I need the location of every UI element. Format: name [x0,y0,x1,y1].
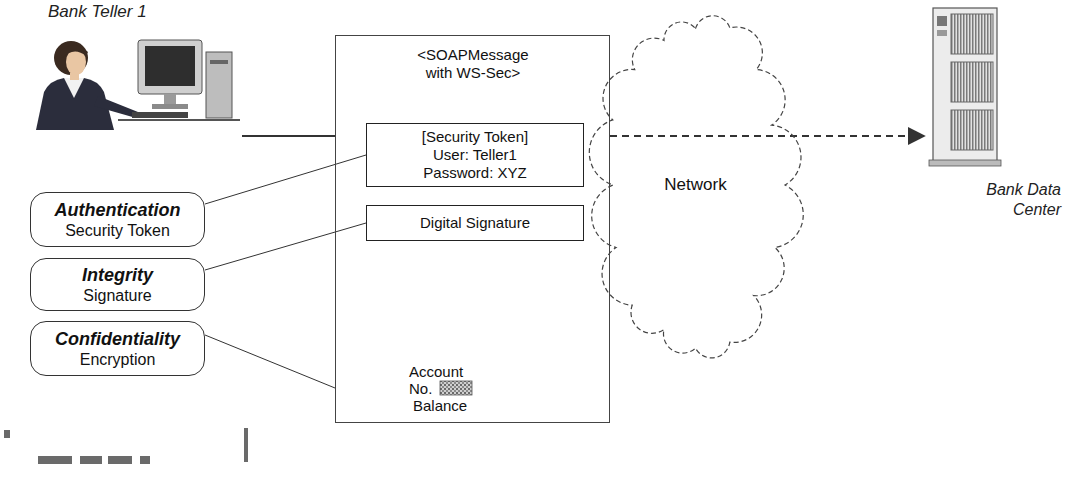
connector-segment [610,135,924,137]
field-label: Account No. [409,363,463,397]
callout-text: Security Token [65,221,170,240]
token-line: Password: XYZ [423,164,526,182]
callout-bubble: IntegritySignature [30,258,205,311]
callout-text: Signature [83,286,152,305]
network-cloud: Network [598,5,793,365]
callout-text: Encryption [80,350,156,369]
callout-heading: Confidentiality [55,329,180,350]
connector-segment [242,135,335,137]
connector-segment [205,335,335,388]
data-center-label: Bank Data Center [961,180,1061,220]
connector-segment [205,155,366,204]
leader-line [205,335,335,388]
server-figure [929,8,1001,166]
callout-bubble: ConfidentialityEncryption [30,321,205,376]
cloud-shape [589,16,803,358]
computer-figure [118,40,240,120]
connector-segment [205,223,366,270]
teller-label: Bank Teller 1 [48,2,147,22]
callout-heading: Integrity [82,265,153,286]
message-heading: <SOAPMessage with WS-Sec> [413,46,533,82]
leader-line [205,155,366,204]
callout-heading: Authentication [55,200,181,221]
signature-label: Digital Signature [420,214,530,232]
teller-figure [36,41,138,130]
teller-node: Bank Teller 1 [10,2,242,142]
signature-box: Digital Signature [366,205,584,241]
scan-marks [4,428,248,464]
cloud-label: Network [598,175,793,195]
soap-message-box: [Security Token]User: Teller1Password: X… [335,35,610,423]
field-label: Balance [413,397,467,414]
callout-bubble: AuthenticationSecurity Token [30,192,205,247]
encrypted-patch [440,381,472,395]
security-token-box: [Security Token]User: Teller1Password: X… [366,123,584,187]
data-center-node: Bank Data Center [925,5,1065,220]
token-line: User: Teller1 [433,146,517,164]
token-line: [Security Token] [422,128,528,146]
leader-line [205,223,366,270]
